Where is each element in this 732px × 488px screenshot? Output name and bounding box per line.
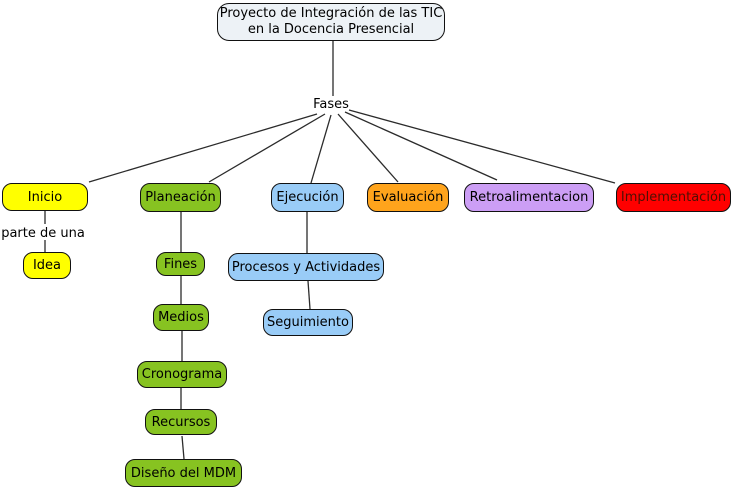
node-ejecucion[interactable]: Ejecución — [271, 183, 344, 212]
node-planeacion[interactable]: Planeación — [140, 183, 221, 212]
connector-fases-retroalimentacion — [344, 111, 498, 181]
link-phrase-parte-de-una[interactable]: parte de una — [1, 226, 85, 241]
connector-fases-planeacion — [208, 113, 326, 183]
node-medios[interactable]: Medios — [153, 304, 209, 331]
node-seguimiento[interactable]: Seguimiento — [263, 309, 353, 336]
node-idea[interactable]: Idea — [23, 252, 71, 279]
node-proyecto-title[interactable]: Proyecto de Integración de las TIC en la… — [217, 3, 445, 41]
node-retroalimentacion[interactable]: Retroalimentacion — [464, 183, 594, 212]
node-evaluacion[interactable]: Evaluación — [367, 183, 449, 212]
node-recursos[interactable]: Recursos — [145, 409, 217, 435]
node-inicio[interactable]: Inicio — [2, 183, 88, 211]
connector-fases-implementacion — [348, 109, 616, 184]
node-fines[interactable]: Fines — [156, 252, 205, 276]
node-implementacion[interactable]: Implementación — [616, 183, 731, 212]
connector-fases-inicio — [88, 113, 318, 183]
connector-fases-evaluacion — [337, 113, 399, 183]
connector-procesos-seguimiento — [307, 280, 311, 310]
connector-recursos-diseno — [181, 435, 185, 460]
node-cronograma[interactable]: Cronograma — [137, 361, 227, 388]
connector-fases-ejecucion — [310, 114, 332, 184]
connector-node-fases[interactable]: Fases — [313, 97, 349, 112]
node-procesos-y-actividades[interactable]: Procesos y Actividades — [228, 253, 384, 281]
node-diseno-del-mdm[interactable]: Diseño del MDM — [125, 459, 242, 487]
